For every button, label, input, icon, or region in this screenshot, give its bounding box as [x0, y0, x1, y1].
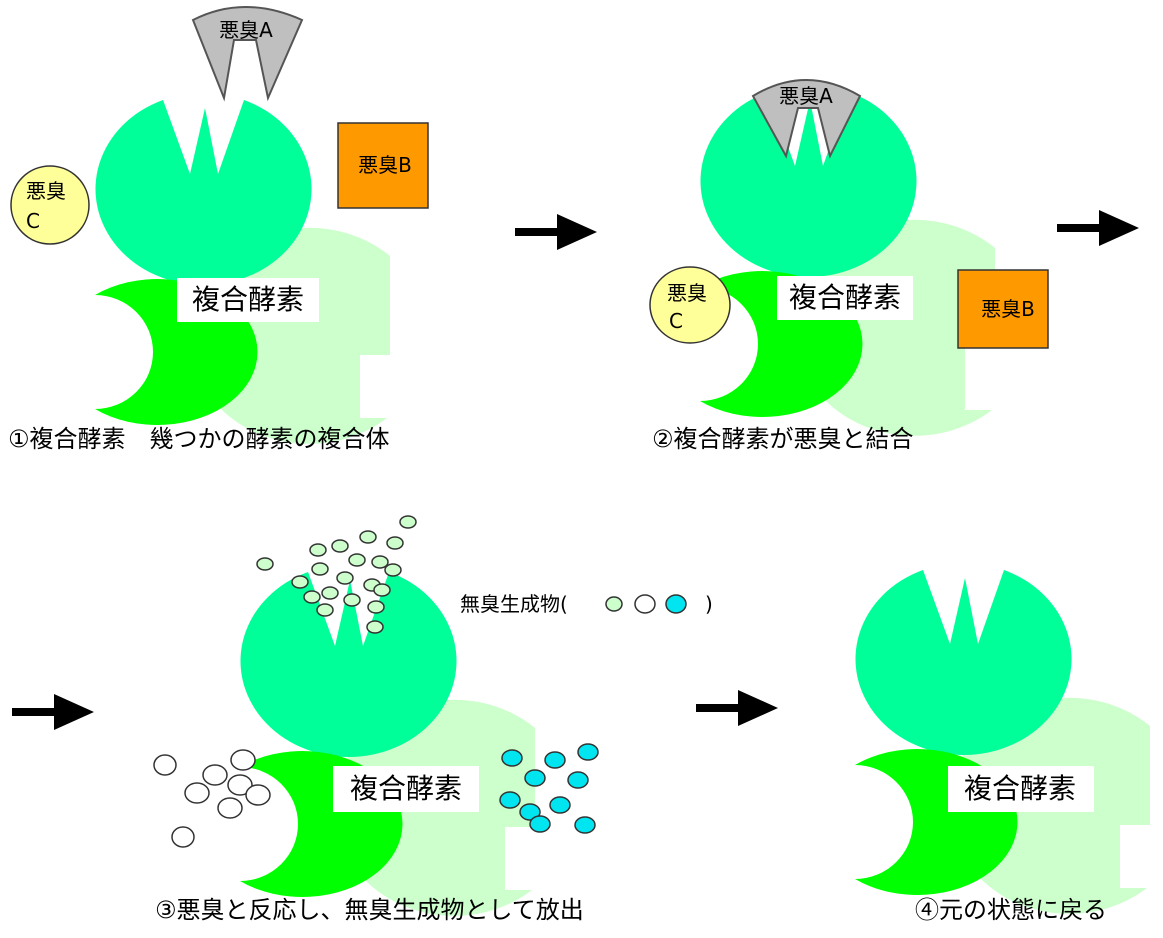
- legend-white-dot: [634, 594, 656, 614]
- enzyme-label-3: 複合酵素: [350, 772, 462, 805]
- legend-light-green-dot: [605, 596, 623, 612]
- odor-c-label-line1-1: 悪臭: [26, 179, 66, 203]
- enzyme-label-box-1: [177, 278, 319, 322]
- odor-a-label-2: 悪臭A: [779, 84, 833, 108]
- odor-a-shape-2: [751, 79, 862, 159]
- odor-b-shape-1: [337, 122, 429, 209]
- products-from-odor-c: [153, 749, 271, 848]
- caption-step-2: ②複合酵素が悪臭と結合: [652, 425, 914, 453]
- odor-c-shape-1: [10, 165, 90, 245]
- caption-step-3: ③悪臭と反応し、無臭生成物として放出: [155, 896, 584, 924]
- arrow-3-to-4: [696, 690, 778, 726]
- panel-4: 複合酵素 ④元の状態に戻る: [855, 570, 1150, 924]
- enzyme-complex-2: [700, 92, 995, 436]
- panel-1: 複合酵素 悪臭A 悪臭B 悪臭 C ①複合酵素 幾つかの酵素の複合体: [8, 6, 429, 453]
- odor-a-shape-1: [191, 6, 304, 102]
- enzyme-complex-4: [855, 570, 1150, 914]
- odor-a-label-1: 悪臭A: [219, 18, 273, 42]
- enzyme-label-box-3: [333, 766, 479, 812]
- odor-c-label-line1-2: 悪臭: [667, 281, 707, 305]
- odor-b-label-1: 悪臭B: [358, 153, 412, 177]
- products-label: 無臭生成物(: [460, 592, 568, 616]
- odor-c-label-line2-2: C: [669, 309, 683, 333]
- enzyme-complex-3: [240, 572, 535, 916]
- arrow-2-to-3: [1057, 210, 1139, 246]
- products-label-close: ): [705, 592, 713, 616]
- enzyme-label-box-2: [777, 276, 913, 320]
- arrow-1-to-2: [515, 214, 597, 250]
- legend-cyan-dot: [665, 594, 687, 614]
- odor-b-label-2: 悪臭B: [981, 297, 1035, 321]
- enzyme-label-box-4: [948, 766, 1094, 812]
- products-from-odor-a: [256, 515, 417, 634]
- panel-2: 複合酵素 悪臭A 悪臭B 悪臭 C ②複合酵素が悪臭と結合: [649, 79, 1049, 453]
- enzyme-label-4: 複合酵素: [964, 772, 1076, 805]
- odor-b-shape-2: [957, 269, 1049, 349]
- panel-3: 複合酵素: [153, 515, 713, 924]
- enzyme-label-2: 複合酵素: [789, 281, 901, 314]
- arrow-into-3: [12, 694, 94, 730]
- odor-c-label-line2-1: C: [26, 209, 40, 233]
- odor-c-shape-2: [649, 266, 731, 344]
- caption-step-1: ①複合酵素 幾つかの酵素の複合体: [8, 425, 390, 453]
- enzyme-label-1: 複合酵素: [192, 283, 304, 316]
- products-from-odor-b: [499, 743, 599, 834]
- caption-step-4: ④元の状態に戻る: [915, 896, 1107, 924]
